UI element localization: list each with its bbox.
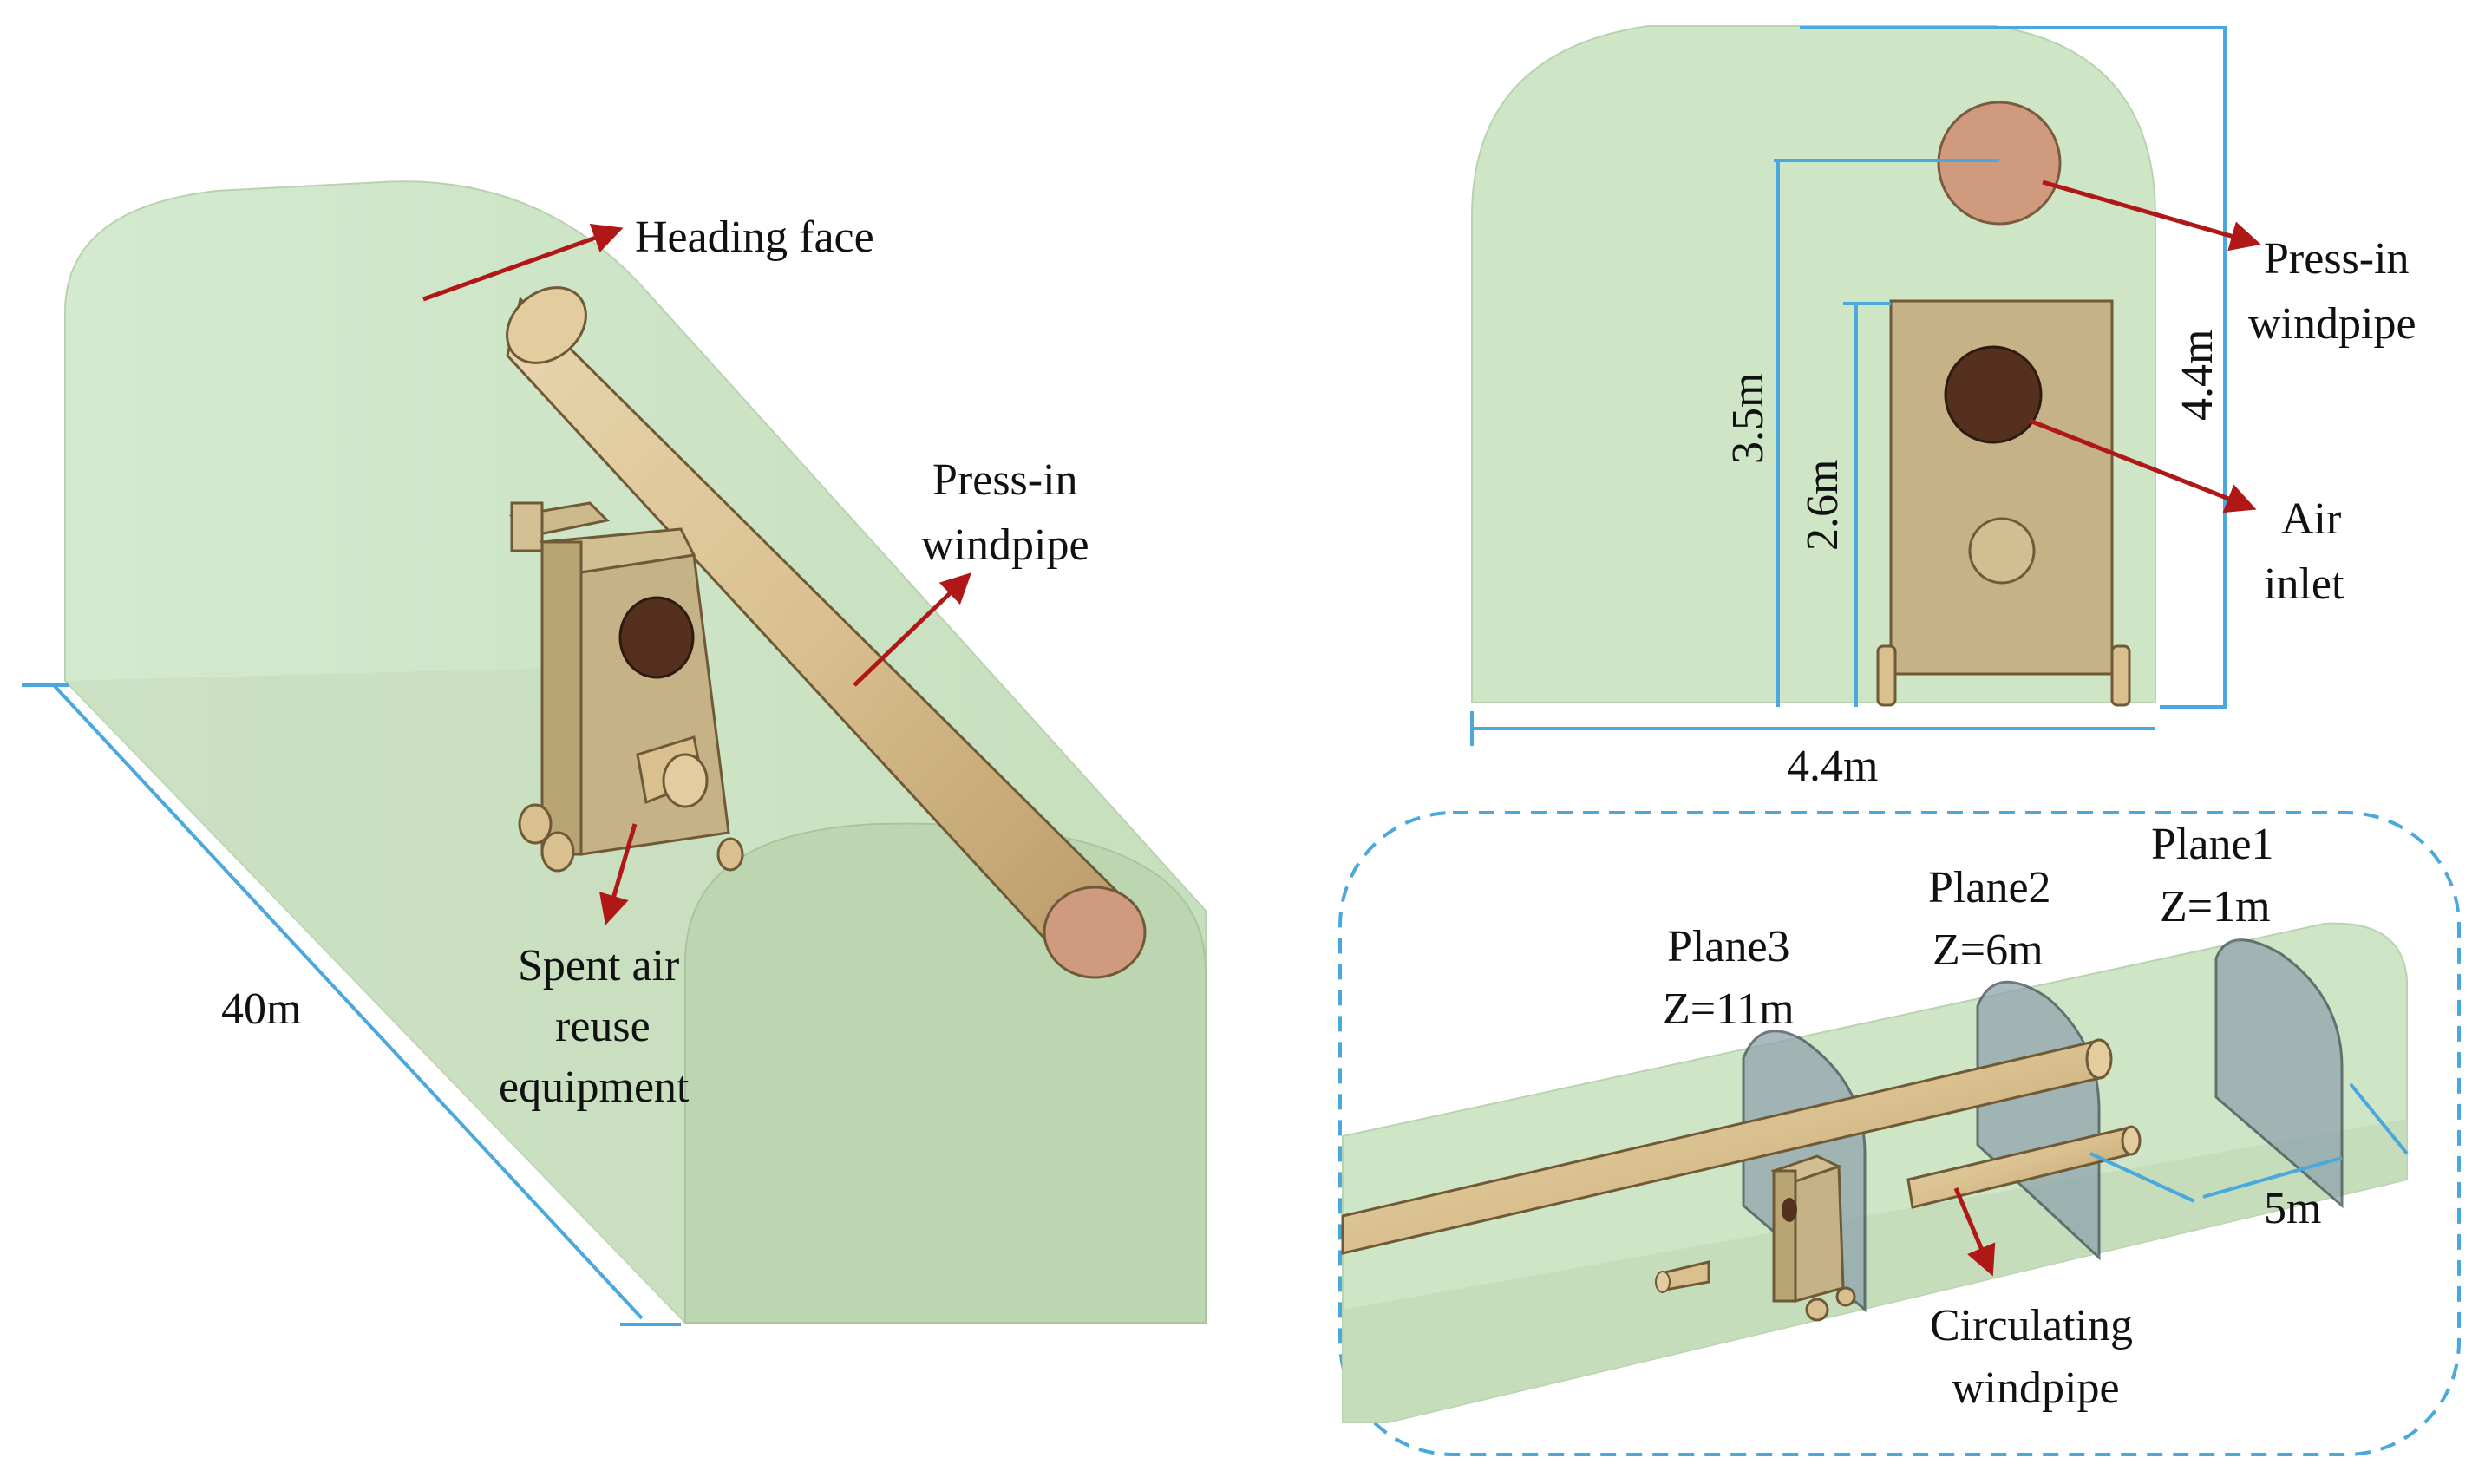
circulating-label-2: windpipe (1952, 1363, 2120, 1413)
inset-circulating-pipe (1655, 1125, 2142, 1293)
spent-air-equipment (508, 501, 744, 873)
press-in-windpipe (506, 286, 1147, 979)
press-in-arrow (853, 572, 972, 687)
plane1-z-label: Z=1m (2160, 882, 2271, 932)
left-tunnel-view: 40m Heading face Press-in windpipe Spent… (22, 180, 1207, 1326)
front-small-port (1968, 517, 2036, 585)
front-press-in-arrow (2042, 180, 2261, 252)
dim-3-5m-label: 3.5m (1723, 373, 1773, 464)
front-wheel-right (2110, 644, 2131, 707)
front-press-in-label-1: Press-in (2264, 234, 2410, 284)
spent-air-label-1: Spent air (518, 941, 679, 990)
spent-air-label-2: reuse (555, 1002, 651, 1051)
dim-4-4m-vertical-label: 4.4m (2173, 330, 2222, 421)
plane3-name-label: Plane3 (1667, 922, 1790, 971)
front-dimensions (1470, 26, 2227, 746)
plane1-name-label: Plane1 (2151, 820, 2274, 869)
air-inlet-label-2: inlet (2264, 559, 2344, 609)
press-in-label-1: Press-in (932, 455, 1078, 505)
inset-press-in-pipe (1341, 1038, 2113, 1255)
front-view: 3.5m 2.6m 4.4m 4.4m Press-in windpipe Ai… (1470, 25, 2416, 791)
front-press-in-label-2: windpipe (2248, 299, 2416, 349)
dim-2-6m-label: 2.6m (1798, 460, 1847, 551)
length-40m-label: 40m (221, 984, 301, 1034)
plane1-surface (2214, 938, 2344, 1209)
plane2-name-label: Plane2 (1928, 863, 2051, 912)
heading-face-arrow (422, 223, 624, 302)
heading-face-label: Heading face (635, 212, 874, 262)
air-inlet-arrow (2029, 418, 2257, 513)
plane2-z-label: Z=6m (1932, 925, 2044, 975)
front-air-inlet (1944, 345, 2043, 444)
inset-equipment (1770, 1154, 1856, 1322)
spent-air-label-3: equipment (499, 1062, 690, 1112)
air-inlet-label-1: Air (2281, 494, 2341, 544)
length-dimension: 40m (22, 683, 681, 1326)
front-press-in-pipe (1937, 101, 2062, 226)
circulating-arrow (1953, 1187, 1996, 1277)
planes-inset: 5m Plane1 Z=1m Plane2 Z=6m Plane3 Z=11m … (1338, 811, 2461, 1456)
spent-air-arrow (599, 823, 638, 925)
dim-4-4m-horizontal-label: 4.4m (1787, 742, 1878, 791)
plane3-z-label: Z=11m (1663, 984, 1795, 1034)
spacing-5m-label: 5m (2264, 1184, 2321, 1233)
circulating-label-1: Circulating (1930, 1301, 2133, 1350)
spacing-dimension (2089, 1082, 2409, 1203)
front-wheel-left (1876, 644, 1897, 707)
press-in-label-2: windpipe (921, 520, 1089, 570)
inset-tunnel-floor (1343, 1119, 2407, 1422)
